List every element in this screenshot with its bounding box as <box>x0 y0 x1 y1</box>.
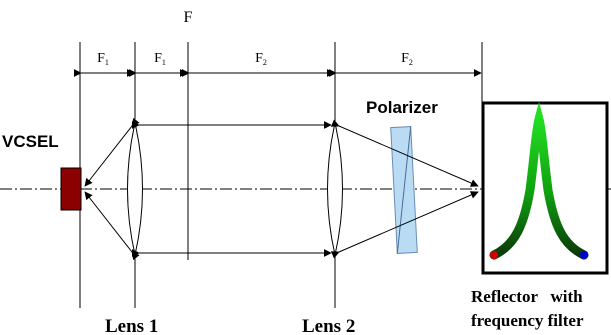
label-f1-a: F1 <box>97 51 109 67</box>
beam-focus-lower <box>330 191 479 259</box>
beam-vcsel-lower <box>84 191 140 261</box>
label-top-focal: F <box>184 9 193 26</box>
filter-low-right-end <box>580 251 588 259</box>
lens-2 <box>327 122 343 256</box>
beam-vcsel-upper <box>84 117 140 187</box>
label-f2-b-main: F <box>401 51 409 66</box>
lens1-label: Lens 1 <box>105 316 158 335</box>
label-f1-a-sub: 1 <box>105 58 109 67</box>
lens-1 <box>127 122 143 256</box>
filter-spectrum-curve <box>489 101 589 260</box>
reflector-label-line1: Reflector with <box>471 287 583 306</box>
reflector-label-line2: frequency filter <box>471 311 584 330</box>
vcsel-source <box>60 167 82 211</box>
beam-focus-upper <box>330 119 479 187</box>
label-f2-a-main: F <box>255 51 263 66</box>
label-f1-b: F1 <box>154 51 166 67</box>
label-f2-b: F2 <box>401 51 413 67</box>
label-f2-a: F2 <box>255 51 267 67</box>
lens2-label: Lens 2 <box>302 316 355 335</box>
label-f1-b-sub: 1 <box>162 58 166 67</box>
polarizer <box>390 126 418 254</box>
label-f1-b-main: F <box>154 51 162 66</box>
filter-low-left-end <box>490 251 498 259</box>
label-f2-a-sub: 2 <box>263 58 267 67</box>
label-f2-b-sub: 2 <box>409 58 413 67</box>
vcsel-label: VCSEL <box>2 132 59 151</box>
label-f1-a-main: F <box>97 51 105 66</box>
polarizer-label: Polarizer <box>366 98 438 117</box>
